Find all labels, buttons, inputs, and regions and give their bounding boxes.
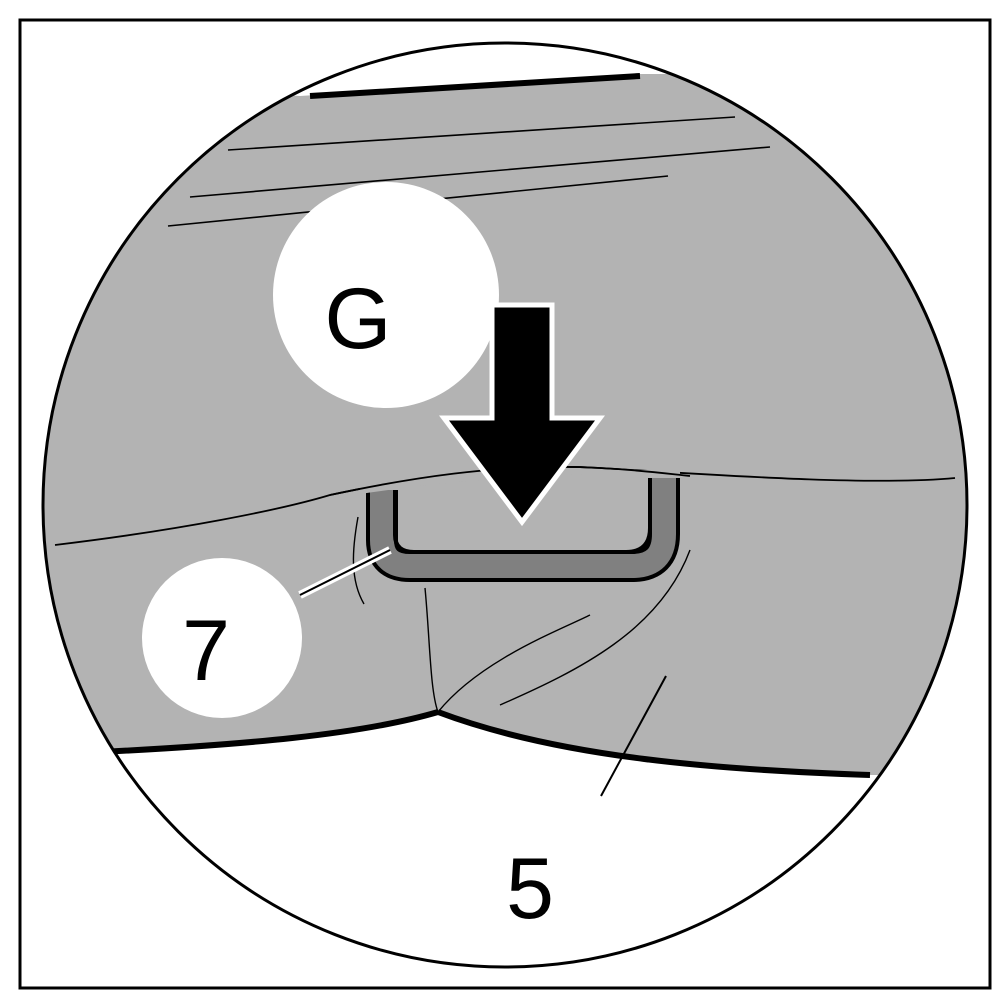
fold-right-1 <box>437 614 591 713</box>
fabric-line-2 <box>189 146 771 198</box>
callout-g-bubble <box>273 182 499 408</box>
fold-center <box>424 587 439 713</box>
leader-line-5 <box>600 675 667 797</box>
callout-7-bubble <box>142 558 302 718</box>
callout-g-label: G <box>325 271 392 367</box>
leader-line-7-stroke <box>299 549 391 596</box>
fold-right-2 <box>499 549 691 706</box>
top-edge <box>309 73 641 99</box>
detail-circle <box>41 41 969 969</box>
down-arrow-icon <box>439 302 605 527</box>
handle-inner-edge <box>393 478 652 554</box>
bottom-edge-left <box>99 709 439 755</box>
label-5: 5 <box>506 841 554 937</box>
bottom-edge-right <box>436 709 871 778</box>
callout-7-label: 7 <box>182 603 230 699</box>
fabric-line-1 <box>227 116 736 151</box>
